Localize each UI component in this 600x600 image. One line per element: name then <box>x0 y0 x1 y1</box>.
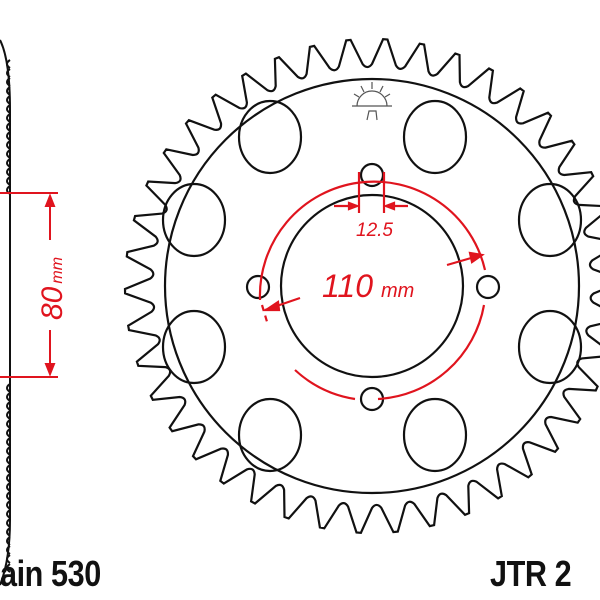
side-tooth <box>6 401 11 411</box>
sprocket-side-profile <box>0 39 11 586</box>
center-bore <box>279 193 465 379</box>
side-tooth <box>6 437 11 447</box>
side-tooth <box>6 167 11 177</box>
side-tooth <box>6 554 11 564</box>
side-tooth <box>6 563 11 573</box>
sun-logo-icon <box>352 82 392 121</box>
lightening-holes <box>161 99 583 473</box>
side-tooth <box>6 131 11 141</box>
rim-circle <box>163 77 581 495</box>
sprocket-face <box>123 38 600 534</box>
side-tooth <box>6 113 11 123</box>
side-tooth <box>6 77 11 87</box>
side-tooth <box>6 473 11 483</box>
side-tooth <box>6 509 11 519</box>
part-number-label: JTR 2 <box>490 553 572 594</box>
chain-size-label: ain 530 <box>0 553 101 594</box>
side-tooth <box>6 500 11 510</box>
side-tooth <box>6 446 11 456</box>
side-tooth <box>6 536 11 546</box>
side-tooth <box>6 68 11 78</box>
side-tooth <box>6 455 11 465</box>
side-tooth <box>6 410 11 420</box>
hub-width-dimension <box>0 192 58 378</box>
side-tooth <box>6 482 11 492</box>
side-tooth <box>6 527 11 537</box>
side-tooth <box>6 140 11 150</box>
side-tooth <box>6 383 11 393</box>
side-tooth <box>6 491 11 501</box>
side-tooth <box>6 176 11 186</box>
hub-width-label: 80mm <box>36 257 69 320</box>
side-tooth <box>6 95 11 105</box>
side-tooth <box>6 428 11 438</box>
side-tooth <box>6 86 11 96</box>
side-tooth <box>6 122 11 132</box>
bolt-circle-dimension <box>258 172 487 401</box>
side-tooth <box>6 392 11 402</box>
side-tooth <box>6 59 11 69</box>
side-tooth <box>6 149 11 159</box>
side-tooth <box>6 518 11 528</box>
side-tooth <box>6 545 11 555</box>
side-tooth <box>6 158 11 168</box>
side-tooth <box>6 464 11 474</box>
side-tooth <box>6 419 11 429</box>
side-tooth <box>6 104 11 114</box>
sprocket-teeth-outline <box>123 38 600 534</box>
bolt-hole-label: 12.5 <box>356 220 393 241</box>
